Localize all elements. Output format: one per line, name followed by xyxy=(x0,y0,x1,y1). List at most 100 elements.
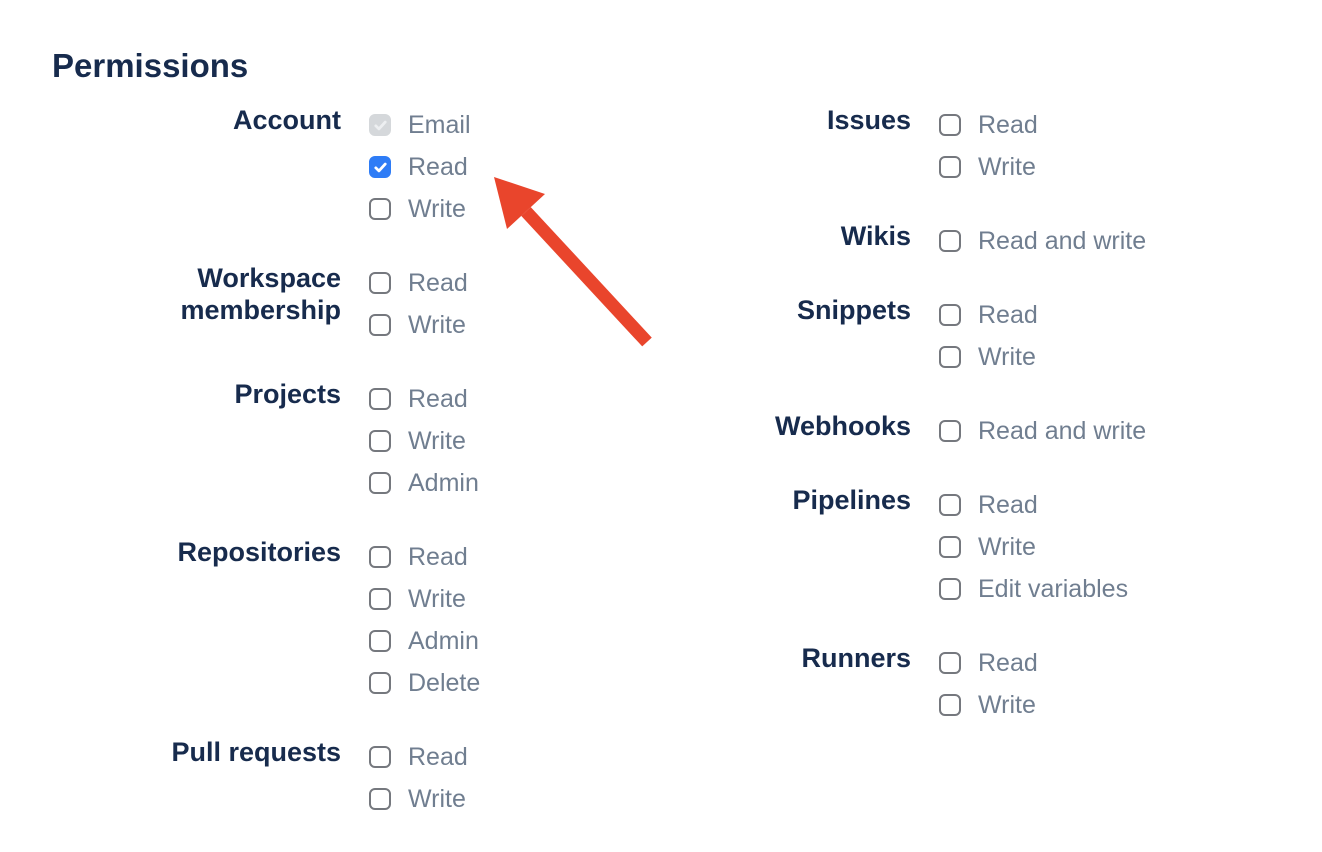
checkbox-pipelines-edit-variables[interactable] xyxy=(939,578,961,600)
option-issues-write[interactable]: Write xyxy=(939,146,1038,188)
option-pipelines-write[interactable]: Write xyxy=(939,526,1128,568)
option-label: Write xyxy=(978,532,1036,561)
option-label: Delete xyxy=(408,668,481,697)
option-label: Read xyxy=(978,110,1038,139)
checkbox-webhooks-read-and-write[interactable] xyxy=(939,420,961,442)
group-runners: Runners Read Write xyxy=(726,642,1146,726)
group-label-webhooks: Webhooks xyxy=(774,411,911,441)
option-label: Read xyxy=(978,300,1038,329)
option-account-write[interactable]: Write xyxy=(369,188,471,230)
checkbox-wikis-read-and-write[interactable] xyxy=(939,230,961,252)
checkbox-repositories-read[interactable] xyxy=(369,546,391,568)
option-label: Read and write xyxy=(978,416,1147,445)
option-label: Read xyxy=(408,384,468,413)
group-label-account: Account xyxy=(233,105,341,135)
group-webhooks: Webhooks Read and write xyxy=(726,410,1146,452)
option-workspace-read[interactable]: Read xyxy=(369,262,468,304)
option-repositories-read[interactable]: Read xyxy=(369,536,480,578)
option-projects-read[interactable]: Read xyxy=(369,378,479,420)
option-account-read[interactable]: Read xyxy=(369,146,471,188)
checkbox-pull-requests-read[interactable] xyxy=(369,746,391,768)
group-label-pipelines: Pipelines xyxy=(792,485,911,515)
checkbox-repositories-delete[interactable] xyxy=(369,672,391,694)
checkbox-workspace-write[interactable] xyxy=(369,314,391,336)
group-issues: Issues Read Write xyxy=(726,104,1146,188)
option-label: Admin xyxy=(408,626,479,655)
option-pipelines-edit-variables[interactable]: Edit variables xyxy=(939,568,1128,610)
checkbox-runners-write[interactable] xyxy=(939,694,961,716)
option-label: Write xyxy=(408,784,466,813)
checkbox-account-email xyxy=(369,114,391,136)
group-label-repositories: Repositories xyxy=(177,537,341,567)
option-snippets-write[interactable]: Write xyxy=(939,336,1038,378)
option-repositories-delete[interactable]: Delete xyxy=(369,662,480,704)
checkbox-pipelines-read[interactable] xyxy=(939,494,961,516)
option-workspace-write[interactable]: Write xyxy=(369,304,468,346)
option-label: Write xyxy=(408,584,466,613)
option-projects-write[interactable]: Write xyxy=(369,420,479,462)
option-issues-read[interactable]: Read xyxy=(939,104,1038,146)
red-arrow-annotation-icon xyxy=(494,177,652,347)
option-label: Admin xyxy=(408,468,479,497)
page-title: Permissions xyxy=(52,47,249,84)
option-webhooks-read-and-write[interactable]: Read and write xyxy=(939,410,1146,452)
checkbox-workspace-read[interactable] xyxy=(369,272,391,294)
option-label: Write xyxy=(978,342,1036,371)
checkbox-account-read[interactable] xyxy=(369,156,391,178)
group-projects: Projects Read Write Admin xyxy=(156,378,480,504)
permissions-column-left: Account Email Read Write W xyxy=(156,104,480,852)
group-label-runners: Runners xyxy=(801,643,911,673)
group-label-snippets: Snippets xyxy=(796,295,911,325)
option-label: Edit variables xyxy=(978,574,1129,603)
checkbox-issues-write[interactable] xyxy=(939,156,961,178)
checkbox-pull-requests-write[interactable] xyxy=(369,788,391,810)
group-label-pull-requests: Pull requests xyxy=(171,737,341,767)
group-label-workspace-membership: Workspace membership xyxy=(180,263,341,325)
checkbox-snippets-write[interactable] xyxy=(939,346,961,368)
group-repositories: Repositories Read Write Admin xyxy=(156,536,480,704)
group-pull-requests: Pull requests Read Write xyxy=(156,736,480,820)
checkbox-issues-read[interactable] xyxy=(939,114,961,136)
group-snippets: Snippets Read Write xyxy=(726,294,1146,378)
group-pipelines: Pipelines Read Write Edit variables xyxy=(726,484,1146,610)
option-label: Email xyxy=(408,110,471,139)
group-account: Account Email Read Write xyxy=(156,104,480,230)
option-projects-admin[interactable]: Admin xyxy=(369,462,479,504)
option-runners-read[interactable]: Read xyxy=(939,642,1038,684)
option-label: Write xyxy=(408,194,466,223)
option-pipelines-read[interactable]: Read xyxy=(939,484,1128,526)
option-wikis-read-and-write[interactable]: Read and write xyxy=(939,220,1146,262)
option-label: Read xyxy=(408,152,468,181)
checkbox-snippets-read[interactable] xyxy=(939,304,961,326)
checkbox-projects-admin[interactable] xyxy=(369,472,391,494)
option-label: Write xyxy=(978,690,1036,719)
option-label: Write xyxy=(408,310,466,339)
group-label-projects: Projects xyxy=(234,379,341,409)
group-label-issues: Issues xyxy=(826,105,911,135)
option-label: Read xyxy=(978,648,1038,677)
checkbox-account-write[interactable] xyxy=(369,198,391,220)
option-runners-write[interactable]: Write xyxy=(939,684,1038,726)
option-account-email[interactable]: Email xyxy=(369,104,471,146)
checkbox-repositories-write[interactable] xyxy=(369,588,391,610)
option-label: Write xyxy=(408,426,466,455)
group-workspace-membership: Workspace membership Read Write xyxy=(156,262,480,346)
option-snippets-read[interactable]: Read xyxy=(939,294,1038,336)
option-label: Read xyxy=(978,490,1038,519)
option-repositories-admin[interactable]: Admin xyxy=(369,620,480,662)
checkbox-repositories-admin[interactable] xyxy=(369,630,391,652)
option-pull-requests-read[interactable]: Read xyxy=(369,736,468,778)
group-wikis: Wikis Read and write xyxy=(726,220,1146,262)
permissions-column-right: Issues Read Write Wikis Read xyxy=(726,104,1146,758)
checkbox-projects-read[interactable] xyxy=(369,388,391,410)
option-pull-requests-write[interactable]: Write xyxy=(369,778,468,820)
checkbox-projects-write[interactable] xyxy=(369,430,391,452)
checkbox-pipelines-write[interactable] xyxy=(939,536,961,558)
checkmark-icon xyxy=(373,120,387,130)
checkmark-icon xyxy=(373,162,387,172)
option-label: Read and write xyxy=(978,226,1147,255)
option-label: Write xyxy=(978,152,1036,181)
option-label: Read xyxy=(408,742,468,771)
checkbox-runners-read[interactable] xyxy=(939,652,961,674)
option-repositories-write[interactable]: Write xyxy=(369,578,480,620)
